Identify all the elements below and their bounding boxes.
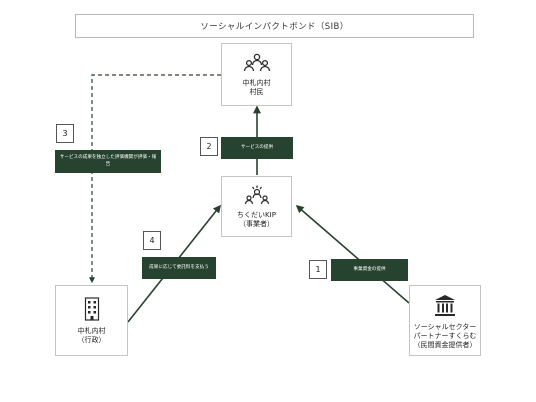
bank-icon bbox=[435, 295, 455, 320]
step-4-label: 成果に応じて委託料を支払う bbox=[142, 257, 216, 279]
node-village: 中札内村 村民 bbox=[221, 43, 292, 106]
office-building-icon bbox=[84, 297, 100, 324]
investor-name-1: ソーシャルセクター bbox=[413, 323, 477, 331]
step-1-number: 1 bbox=[309, 260, 327, 279]
arrow-evaluation bbox=[89, 74, 221, 284]
step-4-number: 4 bbox=[143, 231, 161, 250]
village-name: 中札内村 bbox=[242, 79, 271, 87]
investor-role: （民間資金提供者） bbox=[413, 341, 477, 349]
provider-name: ちくだいKIP bbox=[237, 211, 276, 219]
node-investor: ソーシャルセクター パートナーすくらむ （民間資金提供者） bbox=[409, 285, 481, 356]
government-name: 中札内村 bbox=[77, 327, 106, 335]
investor-name-2: パートナーすくらむ bbox=[413, 332, 477, 340]
provider-role: （事業者） bbox=[239, 220, 274, 228]
village-role: 村民 bbox=[249, 88, 264, 96]
step-3-label: サービスの成果を独立した評価機関が評価・報告 bbox=[55, 150, 161, 173]
diagram-title: ソーシャルインパクトボンド（SIB） bbox=[75, 14, 474, 38]
arrow-funding bbox=[295, 204, 410, 304]
government-role: （行政） bbox=[77, 336, 106, 344]
people-group-icon bbox=[242, 53, 272, 76]
step-2-label: サービスの提供 bbox=[221, 137, 293, 159]
step-2-number: 2 bbox=[200, 137, 218, 156]
step-3-number: 3 bbox=[56, 124, 74, 143]
node-government: 中札内村 （行政） bbox=[55, 285, 128, 356]
step-1-label: 事業資金の提供 bbox=[331, 259, 408, 281]
node-provider: ちくだいKIP （事業者） bbox=[221, 176, 292, 237]
team-network-icon bbox=[244, 185, 270, 208]
